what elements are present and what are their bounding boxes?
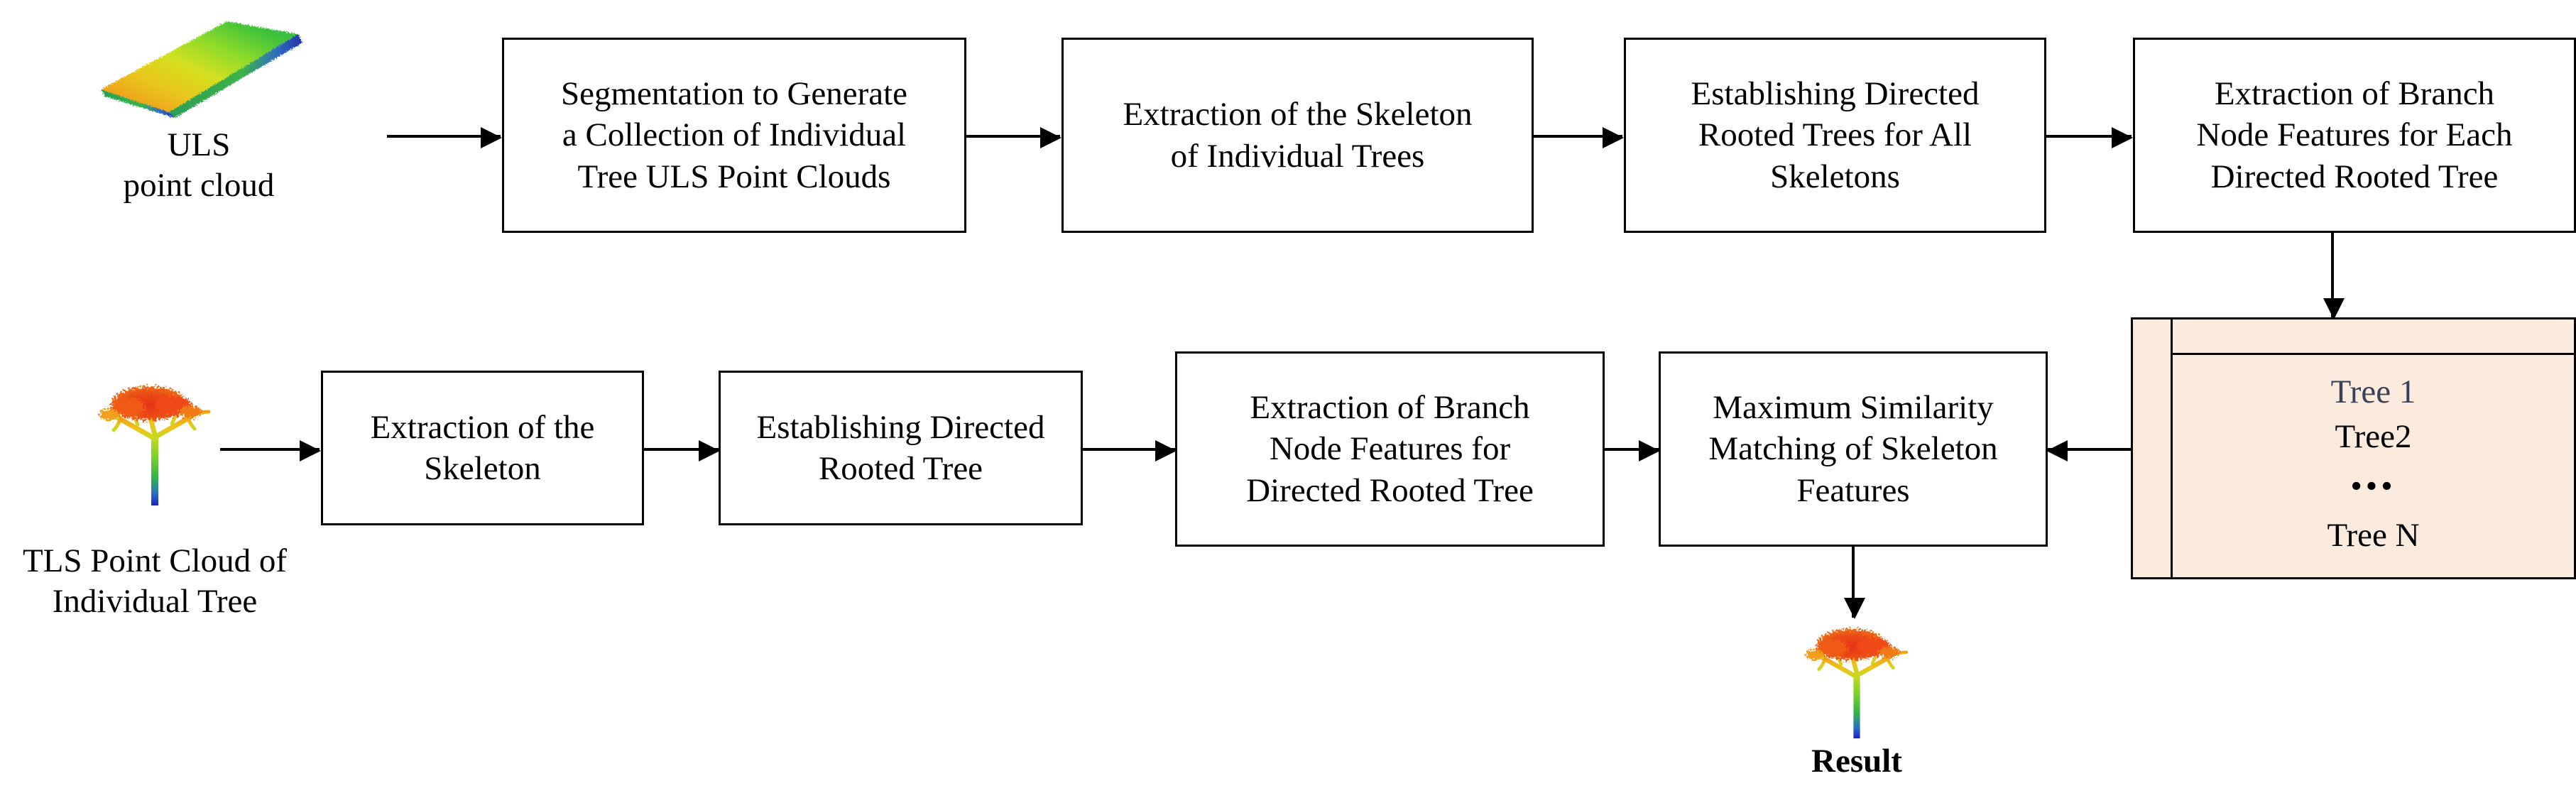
step-box-skeleton-extraction-uls[interactable]: Extraction of the Skeleton of Individual… — [1061, 38, 1534, 233]
tls-tree-point-cloud-icon — [84, 383, 226, 515]
tree-table-header-row — [2173, 319, 2574, 355]
arrow-skeleton-to-rooted-trees — [1534, 127, 1624, 148]
tree-entry-1: Tree 1 — [2330, 373, 2416, 410]
tree-table-body: Tree 1 Tree2 ••• Tree N — [2173, 355, 2574, 577]
arrow-rooted-tree-to-branch-features — [1083, 440, 1177, 461]
arrow-tree-table-to-matching — [2046, 440, 2131, 461]
arrow-segmentation-to-skeleton — [966, 127, 1061, 148]
step-box-branch-node-features[interactable]: Extraction of Branch Node Features for D… — [1175, 351, 1605, 547]
arrow-branch-features-to-matching — [1605, 440, 1660, 461]
arrow-branch-features-to-tree-table — [2323, 233, 2345, 319]
step-box-segmentation[interactable]: Segmentation to Generate a Collection of… — [502, 38, 966, 233]
tree-table-left-column — [2133, 319, 2173, 577]
arrow-matching-to-result — [1844, 547, 1865, 619]
arrow-rooted-trees-to-branch-features — [2046, 127, 2133, 148]
step-box-directed-rooted-tree[interactable]: Establishing Directed Rooted Tree — [719, 371, 1083, 525]
arrow-uls-to-segmentation — [387, 127, 502, 148]
result-tree-point-cloud-icon — [1789, 626, 1924, 747]
tree-feature-database[interactable]: Tree 1 Tree2 ••• Tree N — [2131, 317, 2576, 579]
step-box-directed-rooted-trees-all[interactable]: Establishing Directed Rooted Trees for A… — [1624, 38, 2046, 233]
uls-input-caption: ULS point cloud — [123, 126, 275, 204]
step-box-branch-node-features-each[interactable]: Extraction of Branch Node Features for E… — [2133, 38, 2576, 233]
uls-point-cloud-icon — [85, 6, 305, 119]
tree-table-main-column: Tree 1 Tree2 ••• Tree N — [2173, 319, 2574, 577]
arrow-skeleton-to-rooted-tree — [644, 440, 720, 461]
step-box-skeleton-extraction-tls[interactable]: Extraction of the Skeleton — [321, 371, 644, 525]
tls-input-caption: TLS Point Cloud of Individual Tree — [22, 542, 288, 621]
arrow-tls-to-skeleton-extraction — [220, 440, 321, 461]
step-box-similarity-matching[interactable]: Maximum Similarity Matching of Skeleton … — [1659, 351, 2048, 547]
tree-entry-n: Tree N — [2327, 516, 2420, 554]
result-label: Result — [1811, 743, 1902, 780]
tree-entry-2: Tree2 — [2335, 418, 2412, 456]
tree-entries-ellipsis: ••• — [2350, 467, 2396, 505]
